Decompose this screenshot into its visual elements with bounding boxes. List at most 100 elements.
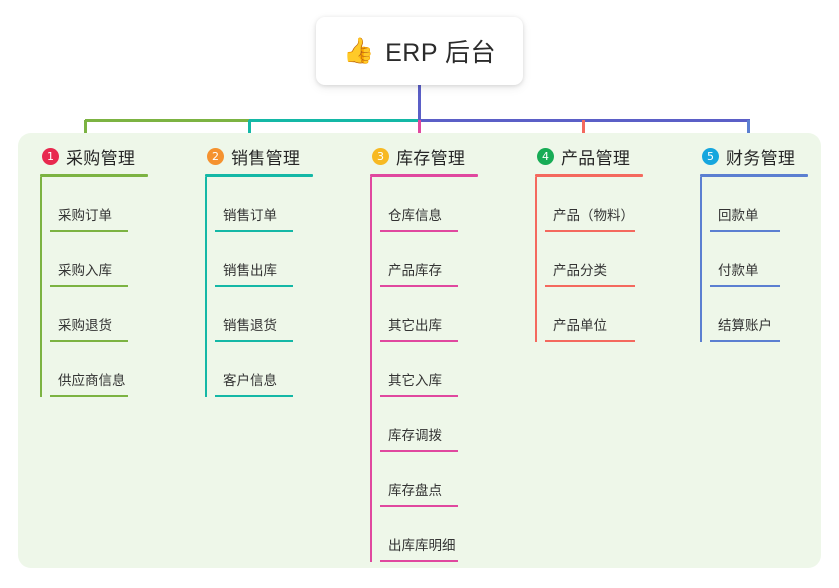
list-item-label: 其它入库 xyxy=(388,373,442,388)
list-item[interactable]: 采购退货 xyxy=(40,287,150,342)
leaf-stem xyxy=(535,232,537,287)
leaf-rule xyxy=(380,340,458,342)
branch-3: 3 库存管理仓库信息产品库存其它出库其它入库库存调拨库存盘点出库库明细 xyxy=(370,144,480,562)
leaf-stem xyxy=(700,232,702,287)
root-node-label: ERP 后台 xyxy=(385,39,497,67)
leaf-stem xyxy=(370,397,372,452)
branch-badge-2: 2 xyxy=(207,147,224,165)
branch-items-3: 仓库信息产品库存其它出库其它入库库存调拨库存盘点出库库明细 xyxy=(370,177,480,562)
branch-rule-5 xyxy=(700,174,808,177)
branch-badge-1: 1 xyxy=(42,147,59,165)
leaf-stem xyxy=(40,342,42,397)
list-item[interactable]: 产品库存 xyxy=(370,232,480,287)
leaf-stem xyxy=(40,287,42,342)
leaf-rule xyxy=(215,395,293,397)
leaf-rule xyxy=(380,450,458,452)
branch-items-4: 产品（物料） 产品分类产品单位 xyxy=(535,177,645,342)
leaf-rule xyxy=(50,395,128,397)
leaf-stem xyxy=(700,177,702,232)
leaf-stem xyxy=(370,232,372,287)
list-item[interactable]: 回款单 xyxy=(700,177,810,232)
list-item[interactable]: 出库库明细 xyxy=(370,507,480,562)
list-item[interactable]: 产品分类 xyxy=(535,232,645,287)
leaf-rule xyxy=(545,285,635,287)
leaf-rule xyxy=(545,340,635,342)
content-panel xyxy=(18,133,821,568)
leaf-stem xyxy=(205,287,207,342)
branch-rule-2 xyxy=(205,174,313,177)
list-item[interactable]: 其它入库 xyxy=(370,342,480,397)
branch-header-1[interactable]: 1 采购管理 xyxy=(40,144,150,168)
leaf-rule xyxy=(215,285,293,287)
branch-badge-4: 4 xyxy=(537,147,554,165)
leaf-rule xyxy=(50,230,128,232)
branch-badge-3: 3 xyxy=(372,147,389,165)
leaf-stem xyxy=(370,342,372,397)
leaf-rule xyxy=(710,285,780,287)
leaf-stem xyxy=(205,342,207,397)
list-item-label: 供应商信息 xyxy=(58,373,126,388)
branch-rule-4 xyxy=(535,174,643,177)
list-item-label: 产品（物料） xyxy=(553,208,634,223)
leaf-stem xyxy=(370,177,372,232)
branch-title-1: 采购管理 xyxy=(66,148,136,168)
branch-rule-3 xyxy=(370,174,478,177)
branch-header-4[interactable]: 4 产品管理 xyxy=(535,144,645,168)
branch-items-1: 采购订单采购入库采购退货供应商信息 xyxy=(40,177,150,397)
leaf-stem xyxy=(700,287,702,342)
branch-title-3: 库存管理 xyxy=(396,148,466,168)
branch-5: 5 财务管理回款单付款单结算账户 xyxy=(700,144,810,342)
leaf-stem xyxy=(535,177,537,232)
leaf-stem xyxy=(535,287,537,342)
leaf-stem xyxy=(370,452,372,507)
list-item[interactable]: 其它出库 xyxy=(370,287,480,342)
list-item[interactable]: 产品（物料） xyxy=(535,177,645,232)
list-item[interactable]: 客户信息 xyxy=(205,342,315,397)
list-item[interactable]: 供应商信息 xyxy=(40,342,150,397)
list-item-label: 库存盘点 xyxy=(388,483,442,498)
branch-4: 4 产品管理产品（物料） 产品分类产品单位 xyxy=(535,144,645,342)
leaf-rule xyxy=(50,340,128,342)
list-item-label: 库存调拨 xyxy=(388,428,442,443)
leaf-rule xyxy=(380,285,458,287)
branch-items-5: 回款单付款单结算账户 xyxy=(700,177,810,342)
list-item[interactable]: 销售订单 xyxy=(205,177,315,232)
leaf-stem xyxy=(40,177,42,232)
list-item[interactable]: 采购入库 xyxy=(40,232,150,287)
list-item-label: 采购订单 xyxy=(58,208,112,223)
leaf-rule xyxy=(215,340,293,342)
list-item[interactable]: 结算账户 xyxy=(700,287,810,342)
leaf-rule xyxy=(50,285,128,287)
list-item-label: 采购入库 xyxy=(58,263,112,278)
leaf-stem xyxy=(370,507,372,562)
branch-title-5: 财务管理 xyxy=(726,148,796,168)
branch-badge-5: 5 xyxy=(702,147,719,165)
list-item-label: 出库库明细 xyxy=(388,538,456,553)
leaf-rule xyxy=(710,230,780,232)
list-item-label: 回款单 xyxy=(718,208,759,223)
list-item[interactable]: 库存调拨 xyxy=(370,397,480,452)
branch-title-4: 产品管理 xyxy=(561,148,631,168)
list-item[interactable]: 销售退货 xyxy=(205,287,315,342)
list-item-label: 产品单位 xyxy=(553,318,607,333)
list-item[interactable]: 付款单 xyxy=(700,232,810,287)
branch-header-3[interactable]: 3 库存管理 xyxy=(370,144,480,168)
branch-items-2: 销售订单销售出库销售退货客户信息 xyxy=(205,177,315,397)
list-item[interactable]: 库存盘点 xyxy=(370,452,480,507)
branch-rule-1 xyxy=(40,174,148,177)
root-node[interactable]: 👍 ERP 后台 xyxy=(316,17,523,85)
list-item[interactable]: 仓库信息 xyxy=(370,177,480,232)
list-item-label: 销售退货 xyxy=(223,318,277,333)
leaf-rule xyxy=(380,505,458,507)
branch-header-5[interactable]: 5 财务管理 xyxy=(700,144,810,168)
list-item[interactable]: 采购订单 xyxy=(40,177,150,232)
leaf-rule xyxy=(380,230,458,232)
list-item[interactable]: 产品单位 xyxy=(535,287,645,342)
leaf-rule xyxy=(710,340,780,342)
leaf-stem xyxy=(205,232,207,287)
list-item[interactable]: 销售出库 xyxy=(205,232,315,287)
leaf-rule xyxy=(545,230,635,232)
